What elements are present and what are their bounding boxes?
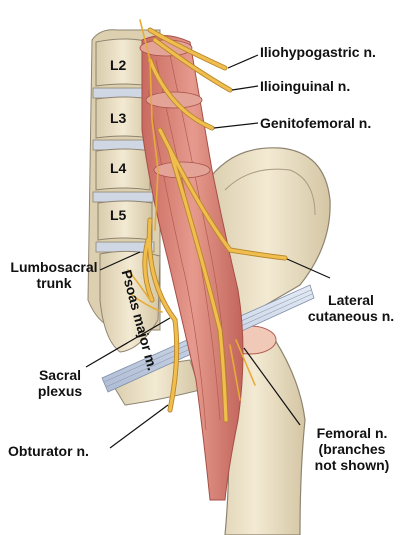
nerves [127,19,288,423]
vertebra-label-l2: L2 [110,57,127,73]
label-femoral: Femoral n. (branches not shown) [304,425,400,473]
label-lateral-cutaneous: Lateral cutaneous n. [300,292,402,324]
vertebra-label-l3: L3 [110,110,127,126]
vertebra-label-l5: L5 [110,207,127,223]
label-femoral-line2: (branches [318,441,386,457]
label-sacral-line1: Sacral [38,367,82,383]
label-lumbosacral-trunk: Lumbosacral trunk [6,259,102,291]
label-ilioinguinal: Ilioinguinal n. [260,78,351,94]
leader-lines [85,54,331,449]
label-lumbosacral-line1: Lumbosacral [10,259,98,275]
label-lateral-line2: cutaneous n. [307,308,395,324]
label-genitofemoral: Genitofemoral n. [260,115,372,131]
label-obturator: Obturator n. [8,443,89,459]
label-femoral-line3: not shown) [314,457,390,473]
label-lumbosacral-line2: trunk [36,275,72,291]
label-femoral-line1: Femoral n. [316,425,388,441]
label-sacral-plexus: Sacral plexus [28,367,92,399]
vertebra-label-l4: L4 [110,160,127,176]
label-lateral-line1: Lateral [328,292,374,308]
label-iliohypogastric: Iliohypogastric n. [260,44,376,60]
label-sacral-line2: plexus [37,383,83,399]
